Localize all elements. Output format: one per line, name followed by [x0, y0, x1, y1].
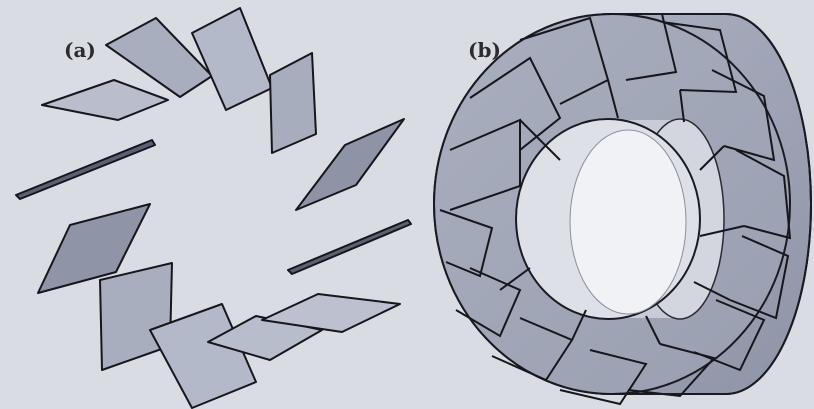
- ring-seam: [645, 315, 661, 345]
- ring-vane-edge: [559, 349, 648, 406]
- ring-seam: [699, 225, 745, 237]
- panel-a-vanes: [15, 7, 412, 409]
- ring-vane-edge: [519, 16, 610, 105]
- ring-vane-edge: [729, 235, 790, 320]
- ring-vane-edge: [693, 299, 766, 372]
- ring-seam: [679, 89, 685, 123]
- ring-seam: [571, 309, 587, 341]
- vane-left-lower: [37, 203, 151, 294]
- vane-bottom-left-upright: [99, 262, 173, 371]
- panel-a-label: (a): [64, 38, 96, 62]
- vane-bottom-right-far: [261, 293, 401, 333]
- ring-vane-edge: [469, 56, 562, 151]
- vane-left-edge-on: [15, 139, 156, 200]
- ring-vane-edge: [449, 118, 521, 211]
- ring-seam: [499, 267, 531, 291]
- ring-seam: [699, 145, 725, 171]
- ring-vane-edges: [439, 13, 792, 406]
- ring-vane-edge: [455, 267, 522, 338]
- ring-vane-edge: [439, 209, 494, 278]
- vane-right-upper: [295, 118, 405, 211]
- panel-b-label: (b): [468, 38, 501, 62]
- ring-vane-edge: [711, 69, 776, 162]
- ring-outer-rim: [612, 13, 812, 395]
- ring-vane-edge: [491, 317, 574, 382]
- ring-hole-far-rim: [569, 129, 687, 315]
- ring-vane-edge: [735, 149, 792, 240]
- vane-top-right: [269, 52, 317, 154]
- panel-b-ring: [433, 13, 812, 406]
- vane-top-left-flat: [41, 79, 169, 121]
- vane-right-edge-on: [287, 219, 412, 275]
- ring-seam: [607, 79, 619, 119]
- vane-top-center: [191, 7, 273, 111]
- ring-seam: [693, 281, 731, 301]
- ring-seam: [519, 119, 561, 161]
- ring-vane-edge: [661, 21, 738, 94]
